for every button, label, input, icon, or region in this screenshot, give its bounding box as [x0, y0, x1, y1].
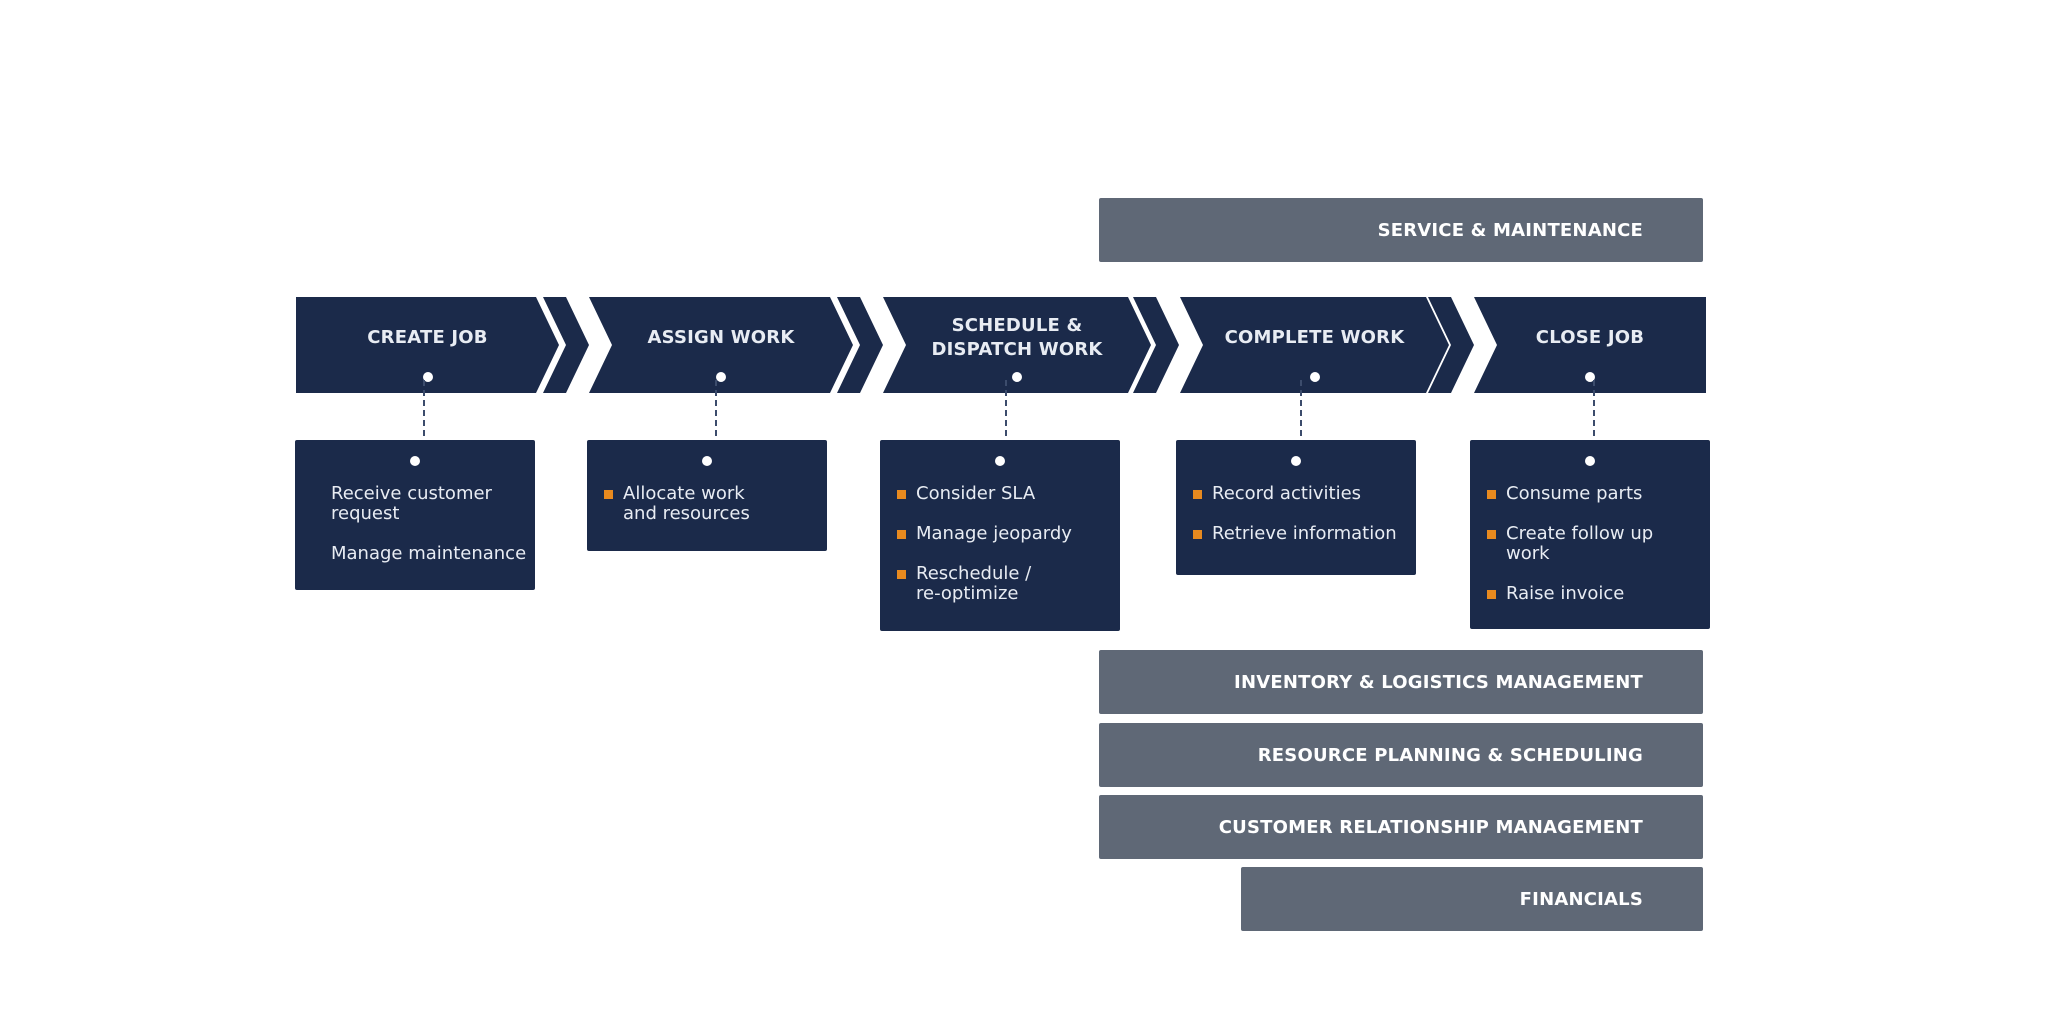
card-list: Consider SLA Manage jeopardy Reschedule …: [880, 484, 1120, 624]
card-dot: [410, 456, 420, 466]
layer-service-maintenance: SERVICE & MAINTENANCE: [1099, 198, 1703, 262]
step-title: COMPLETE WORK: [1224, 327, 1405, 348]
connector-line: [1005, 380, 1007, 446]
list-item: Receive customer request: [331, 483, 492, 524]
card-dot: [1291, 456, 1301, 466]
step-title: CLOSE JOB: [1535, 327, 1645, 348]
list-item: Manage jeopardy: [880, 524, 1120, 544]
step-complete-work: COMPLETE WORK: [1180, 297, 1449, 393]
card-schedule-dispatch: Consider SLA Manage jeopardy Reschedule …: [880, 440, 1120, 631]
step-dot: [716, 372, 726, 382]
card-dot: [702, 456, 712, 466]
step-dot: [1585, 372, 1595, 382]
list-item: Reschedule / re-optimize: [880, 564, 1120, 604]
connector-line: [715, 380, 717, 446]
card-close-job: Consume parts Create follow up work Rais…: [1470, 440, 1710, 629]
list-item: Consider SLA: [880, 484, 1120, 504]
step-dot: [1309, 372, 1320, 382]
list-item: Retrieve information: [1176, 524, 1416, 544]
card-list: Allocate work and resources: [587, 484, 827, 544]
list-item: Create follow up work: [1470, 524, 1710, 564]
layer-label: FINANCIALS: [1519, 888, 1643, 910]
list-item: Manage maintenance: [331, 543, 527, 564]
card-list: Record activities Retrieve information: [1176, 484, 1416, 564]
layer-customer-relationship: CUSTOMER RELATIONSHIP MANAGEMENT: [1099, 795, 1703, 859]
card-assign-work: Allocate work and resources: [587, 440, 827, 551]
card-list: Receive customer request Manage maintena…: [295, 484, 535, 584]
list-item: Raise invoice: [1470, 584, 1710, 604]
layer-label: RESOURCE PLANNING & SCHEDULING: [1257, 744, 1643, 766]
layer-inventory-logistics: INVENTORY & LOGISTICS MANAGEMENT: [1099, 650, 1703, 714]
card-create-job: Receive customer request Manage maintena…: [295, 440, 535, 590]
list-item: Record activities: [1176, 484, 1416, 504]
step-create-job: CREATE JOB: [296, 297, 559, 393]
step-assign-work: ASSIGN WORK: [589, 297, 853, 393]
step-title: SCHEDULE & DISPATCH WORK: [931, 315, 1103, 360]
layer-label: CUSTOMER RELATIONSHIP MANAGEMENT: [1218, 816, 1643, 838]
card-complete-work: Record activities Retrieve information: [1176, 440, 1416, 575]
step-schedule-dispatch: SCHEDULE & DISPATCH WORK: [883, 297, 1151, 393]
step-title: ASSIGN WORK: [647, 327, 795, 348]
list-item: Consume parts: [1470, 484, 1710, 504]
list-item: Allocate work and resources: [587, 484, 827, 524]
layer-label: INVENTORY & LOGISTICS MANAGEMENT: [1234, 671, 1643, 693]
card-dot: [1585, 456, 1595, 466]
connector-line: [423, 380, 425, 446]
layer-label: SERVICE & MAINTENANCE: [1377, 219, 1643, 241]
layer-financials: FINANCIALS: [1241, 867, 1703, 931]
step-close-job: CLOSE JOB: [1474, 297, 1706, 393]
step-dot: [422, 372, 433, 382]
connector-line: [1593, 380, 1595, 446]
connector-line: [1300, 380, 1302, 446]
step-dot: [1012, 372, 1022, 382]
card-list: Consume parts Create follow up work Rais…: [1470, 484, 1710, 624]
layer-resource-planning: RESOURCE PLANNING & SCHEDULING: [1099, 723, 1703, 787]
step-title: CREATE JOB: [367, 327, 488, 348]
card-dot: [995, 456, 1005, 466]
